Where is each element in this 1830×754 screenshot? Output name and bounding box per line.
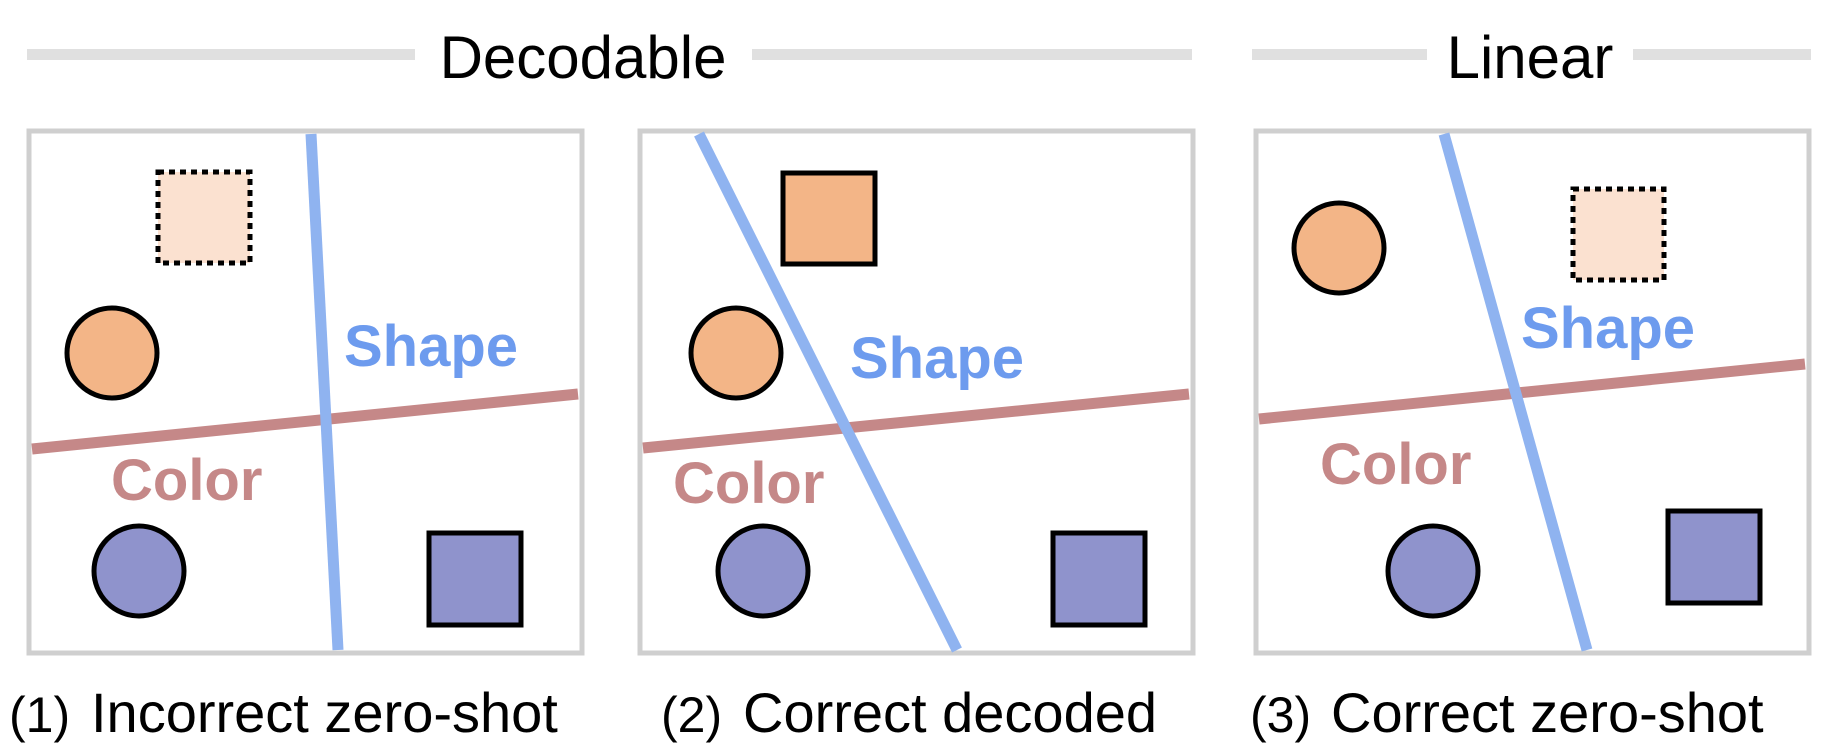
- panel-1-shape-boundary: [305, 133, 344, 651]
- panel-1-caption: Incorrect zero-shot: [91, 681, 558, 744]
- panel-3-faded-square: [1570, 186, 1667, 283]
- decodable-rule-right: [752, 49, 1192, 60]
- linear-rule-left: [1252, 49, 1427, 60]
- panel-3-purple-circle: [1385, 523, 1481, 619]
- panel-3-caption: Correct zero-shot: [1331, 681, 1764, 744]
- panel-1-faded-square: [155, 169, 253, 266]
- decodable-rule-left: [27, 49, 415, 60]
- linear-rule-right: [1633, 49, 1811, 60]
- panel-2-purple-square: [1050, 530, 1148, 628]
- panel-2-orange-square: [780, 170, 878, 267]
- panel-1-purple-circle: [91, 523, 187, 619]
- panel-2-purple-circle: [715, 523, 811, 619]
- panel-3-color-boundary: [1258, 358, 1806, 425]
- panel-3-color-label: Color: [1320, 432, 1471, 497]
- panel-2-caption: Correct decoded: [743, 681, 1157, 744]
- panel-1-number: (1): [9, 687, 70, 743]
- panel-1: Shape Color (1) Incorrect zero-shot: [9, 128, 585, 744]
- linear-header: Linear: [1252, 24, 1811, 91]
- panel-3-shape-boundary: [1438, 132, 1593, 652]
- panel-2-shape-label: Shape: [850, 326, 1024, 391]
- decodable-title: Decodable: [440, 24, 727, 91]
- panel-3: Shape Color (3) Correct zero-shot: [1250, 128, 1812, 744]
- panel-2-shape-boundary: [694, 131, 962, 653]
- panel-3-number: (3): [1250, 687, 1311, 743]
- panel-1-color-boundary: [31, 388, 579, 455]
- panel-2: Shape Color (2) Correct decoded: [637, 128, 1196, 744]
- panel-3-shape-label: Shape: [1521, 296, 1695, 361]
- linear-title: Linear: [1447, 24, 1614, 91]
- panel-3-orange-circle: [1291, 200, 1387, 296]
- panel-1-shape-label: Shape: [344, 314, 518, 379]
- panel-2-color-label: Color: [673, 451, 824, 516]
- panel-1-color-label: Color: [111, 448, 262, 513]
- panel-2-number: (2): [661, 687, 722, 743]
- panel-2-orange-circle: [688, 305, 784, 401]
- panel-1-purple-square: [426, 530, 524, 628]
- panel-3-purple-square: [1665, 508, 1763, 606]
- panel-1-orange-circle: [64, 305, 160, 401]
- decodable-header: Decodable: [27, 24, 1192, 91]
- panel-2-color-boundary: [642, 388, 1190, 454]
